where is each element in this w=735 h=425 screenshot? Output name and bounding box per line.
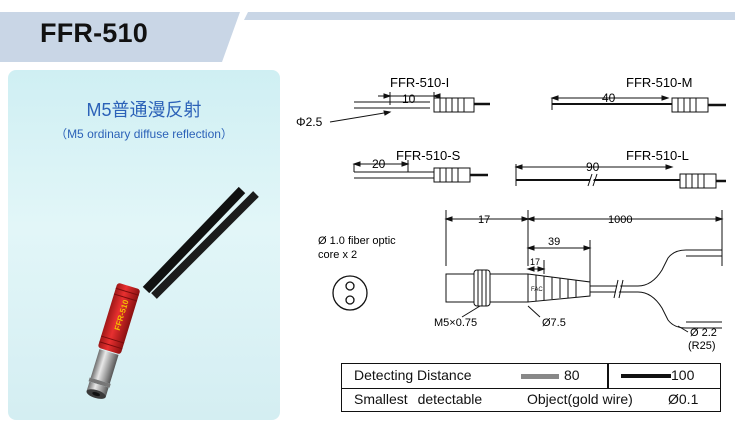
model-i-drawing	[329, 92, 490, 123]
red-sleeve: FFR-510	[98, 283, 140, 354]
model-m-drawing	[550, 95, 726, 113]
smallest-label: Smallest detectable	[354, 391, 483, 407]
sleeve-diameter: Ø7.5	[542, 317, 566, 329]
bend-radius: (R25)	[688, 340, 716, 352]
model-l-dim: 90	[586, 160, 600, 174]
metal-barrel	[86, 349, 119, 399]
detail-drawing	[444, 210, 724, 333]
model-s-drawing	[352, 160, 488, 183]
detect-bar-black	[621, 374, 671, 378]
detect-label: Detecting Distance	[354, 367, 472, 383]
detect-val1: 80	[564, 367, 580, 383]
model-i-diameter: Φ2.5	[296, 115, 323, 129]
thread-label: M5×0.75	[434, 317, 477, 329]
model-i-label: FFR-510-I	[390, 75, 449, 90]
page-title: FFR-510	[40, 18, 148, 48]
model-m-dim: 40	[602, 91, 616, 105]
dim-1000: 1000	[608, 214, 632, 226]
core-desc-1: Ø 1.0 fiber optic	[318, 235, 396, 247]
dimension-drawings: FFR-510-I 10 Φ2.5 FFR-510-M 40 FFR-510-S…	[296, 75, 726, 352]
model-l-label: FFR-510-L	[626, 148, 689, 163]
core-desc-2: core x 2	[318, 249, 357, 261]
dim-17b: 17	[530, 257, 540, 267]
model-s-dim: 20	[372, 157, 386, 171]
object-label: Object(gold wire)	[527, 391, 633, 407]
end-diameter: Ø 2.2	[690, 327, 717, 339]
fiber-cable-2	[151, 191, 259, 299]
object-val: Ø0.1	[668, 391, 699, 407]
row-divider	[607, 364, 609, 388]
dim-39: 39	[548, 236, 560, 248]
fiber-core-section	[332, 275, 368, 311]
model-m-label: FFR-510-M	[626, 75, 692, 90]
spec-row-smallest: Smallest detectable Object(gold wire) Ø0…	[342, 388, 720, 412]
fiber-cable-1	[142, 186, 246, 294]
detect-val2: 100	[671, 367, 695, 383]
model-i-dim: 10	[402, 92, 416, 106]
fac-mark: FAC	[531, 287, 543, 293]
detect-bar-gray	[521, 374, 559, 379]
spec-row-detecting: Detecting Distance 80 100	[342, 364, 720, 389]
spec-table: Detecting Distance 80 100 Smallest detec…	[341, 363, 721, 412]
header-band	[0, 12, 735, 62]
product-photo-panel: M5普通漫反射 （M5 ordinary diffuse reflection）	[8, 70, 280, 420]
model-s-label: FFR-510-S	[396, 148, 461, 163]
dim-17: 17	[478, 214, 490, 226]
sensor-illustration: FFR-510	[86, 186, 259, 399]
model-l-drawing	[514, 164, 726, 189]
product-title-en: （M5 ordinary diffuse reflection）	[55, 127, 233, 141]
product-title-cn: M5普通漫反射	[86, 100, 202, 120]
